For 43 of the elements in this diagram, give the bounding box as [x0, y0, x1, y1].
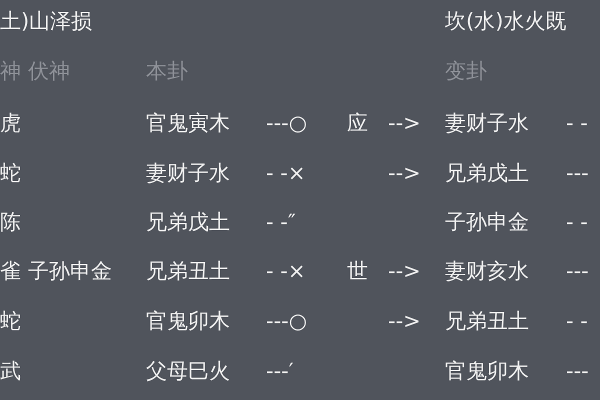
line-mark: --- [566, 160, 589, 186]
line-mark: - -″ [266, 209, 296, 235]
line-mark: --- [566, 358, 589, 384]
arrow-text: --> [388, 258, 421, 284]
line-mark: ---○ [266, 308, 308, 334]
line-mark: ---′ [266, 358, 294, 384]
arrow-text: --> [388, 160, 421, 186]
line-mark: ---○ [266, 110, 308, 136]
line-name: 兄弟丑土 [445, 308, 529, 334]
column-header: 变卦 [445, 58, 487, 84]
line-name: 父母巳火 [146, 358, 230, 384]
spirit-label: 蛇 [0, 308, 21, 334]
line-mark: - - [566, 308, 588, 334]
line-mark: - - [566, 209, 588, 235]
spirit-label: 陈 [0, 209, 21, 235]
title-text: 坎(水)水火既 [445, 8, 566, 34]
line-name: 兄弟戊土 [146, 209, 230, 235]
hidden-spirit-name: 子孙申金 [28, 258, 112, 284]
line-name: 兄弟丑土 [146, 258, 230, 284]
line-name: 妻财子水 [445, 110, 529, 136]
line-mark: --- [566, 258, 589, 284]
position-mark: 世 [347, 258, 368, 284]
line-mark: - -× [266, 160, 306, 186]
column-header: 神 [0, 58, 21, 84]
line-mark: - - [566, 110, 588, 136]
spirit-label: 虎 [0, 110, 21, 136]
spirit-label: 武 [0, 358, 21, 384]
spirit-label: 蛇 [0, 160, 21, 186]
arrow-text: --> [388, 110, 421, 136]
column-header: 本卦 [146, 58, 188, 84]
line-name: 妻财亥水 [445, 258, 529, 284]
spirit-label: 雀 [0, 258, 21, 284]
line-name: 子孙申金 [445, 209, 529, 235]
line-name: 官鬼卯木 [445, 358, 529, 384]
column-header: 伏神 [28, 58, 70, 84]
line-name: 官鬼寅木 [146, 110, 230, 136]
line-name: 妻财子水 [146, 160, 230, 186]
arrow-text: --> [388, 308, 421, 334]
line-name: 兄弟戊土 [445, 160, 529, 186]
title-text: 土)山泽损 [0, 8, 92, 34]
position-mark: 应 [347, 110, 368, 136]
line-name: 官鬼卯木 [146, 308, 230, 334]
line-mark: - -× [266, 258, 306, 284]
